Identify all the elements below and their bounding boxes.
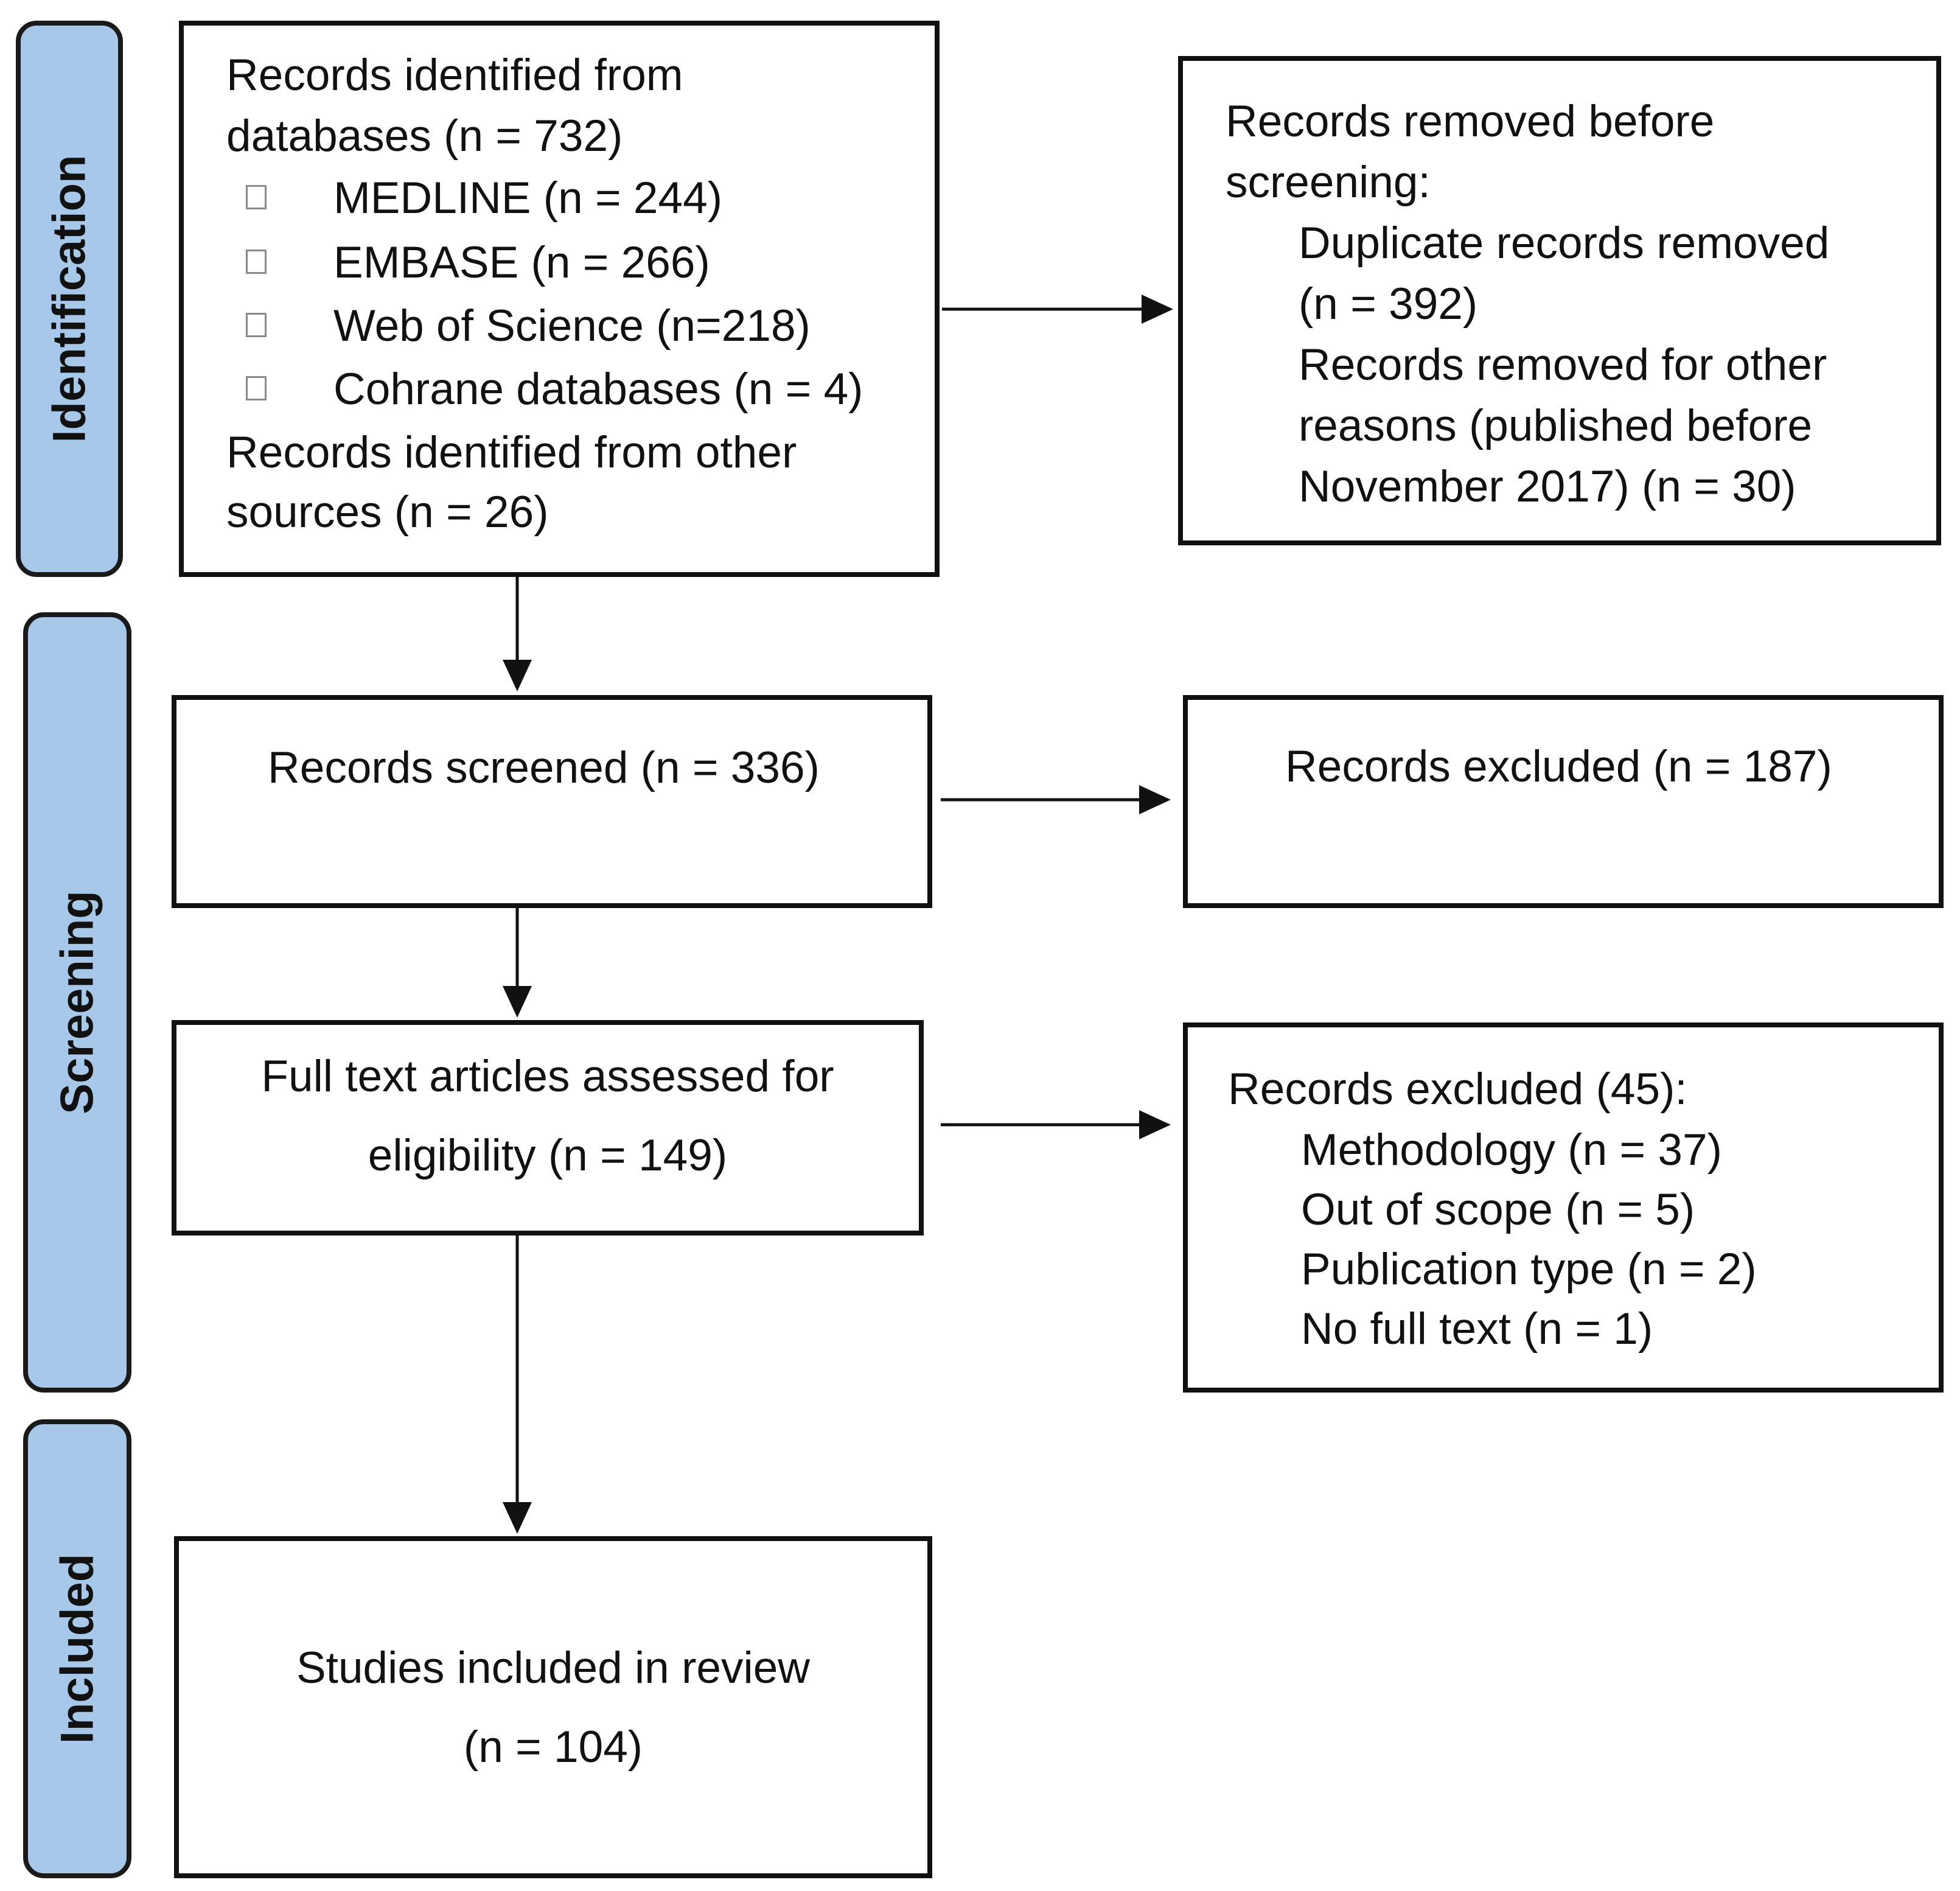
excluded-reason-item: Methodology (n = 37)	[1301, 1125, 1722, 1175]
removed-box: Records removed before screening: Duplic…	[1178, 56, 1941, 545]
arrowhead	[503, 660, 532, 691]
phase-included: Included	[23, 1419, 131, 1878]
checkbox-icon	[246, 185, 267, 209]
phase-identification: Identification	[16, 21, 123, 577]
other-sources-line2: sources (n = 26)	[226, 488, 549, 537]
phase-screening: Screening	[23, 612, 131, 1393]
excluded-reason-item: No full text (n = 1)	[1301, 1304, 1653, 1354]
excluded-reason-item: Publication type (n = 2)	[1301, 1245, 1757, 1294]
screened-label: Records screened (n = 336)	[268, 743, 820, 792]
excluded-fulltext-title: Records excluded (45):	[1228, 1064, 1687, 1114]
checkbox-icon	[246, 250, 267, 274]
screened-box: Records screened (n = 336)	[172, 695, 932, 908]
database-item: EMBASE (n = 266)	[333, 238, 710, 287]
removed-item: Records removed for other	[1299, 340, 1827, 390]
checkbox-icon	[246, 376, 267, 400]
checkbox-icon	[246, 313, 267, 337]
other-sources-line1: Records identified from other	[226, 428, 797, 477]
removed-title-line1: Records removed before	[1226, 97, 1715, 146]
identified-line2: databases (n = 732)	[226, 111, 623, 161]
included-line2: (n = 104)	[463, 1722, 643, 1772]
excluded-reason-item: Out of scope (n = 5)	[1301, 1185, 1695, 1234]
excluded-fulltext-box: Records excluded (45): Methodology (n = …	[1183, 1022, 1944, 1393]
removed-title-line2: screening:	[1226, 158, 1431, 207]
arrowhead	[503, 986, 532, 1018]
arrowhead	[1139, 785, 1171, 814]
arrowhead	[503, 1502, 532, 1534]
included-box: Studies included in review (n = 104)	[174, 1536, 932, 1878]
fulltext-line2: eligibility (n = 149)	[368, 1131, 728, 1180]
fulltext-line1: Full text articles assessed for	[261, 1052, 834, 1101]
excluded-screening-label: Records excluded (n = 187)	[1285, 742, 1832, 791]
identified-box: Records identified from databases (n = 7…	[179, 21, 940, 577]
removed-item: Duplicate records removed	[1299, 218, 1830, 268]
removed-item: reasons (published before	[1299, 401, 1813, 450]
included-line1: Studies included in review	[296, 1643, 811, 1693]
excluded-screening-box: Records excluded (n = 187)	[1183, 695, 1944, 908]
removed-item: November 2017) (n = 30)	[1299, 462, 1796, 511]
arrowhead	[1139, 1110, 1171, 1139]
database-item: Web of Science (n=218)	[333, 301, 811, 351]
arrowhead	[1142, 295, 1173, 324]
removed-item: (n = 392)	[1299, 279, 1478, 329]
fulltext-box: Full text articles assessed for eligibil…	[172, 1020, 924, 1236]
identified-line1: Records identified from	[226, 51, 683, 100]
database-item: MEDLINE (n = 244)	[333, 173, 722, 223]
database-item: Cohrane databases (n = 4)	[333, 365, 863, 414]
